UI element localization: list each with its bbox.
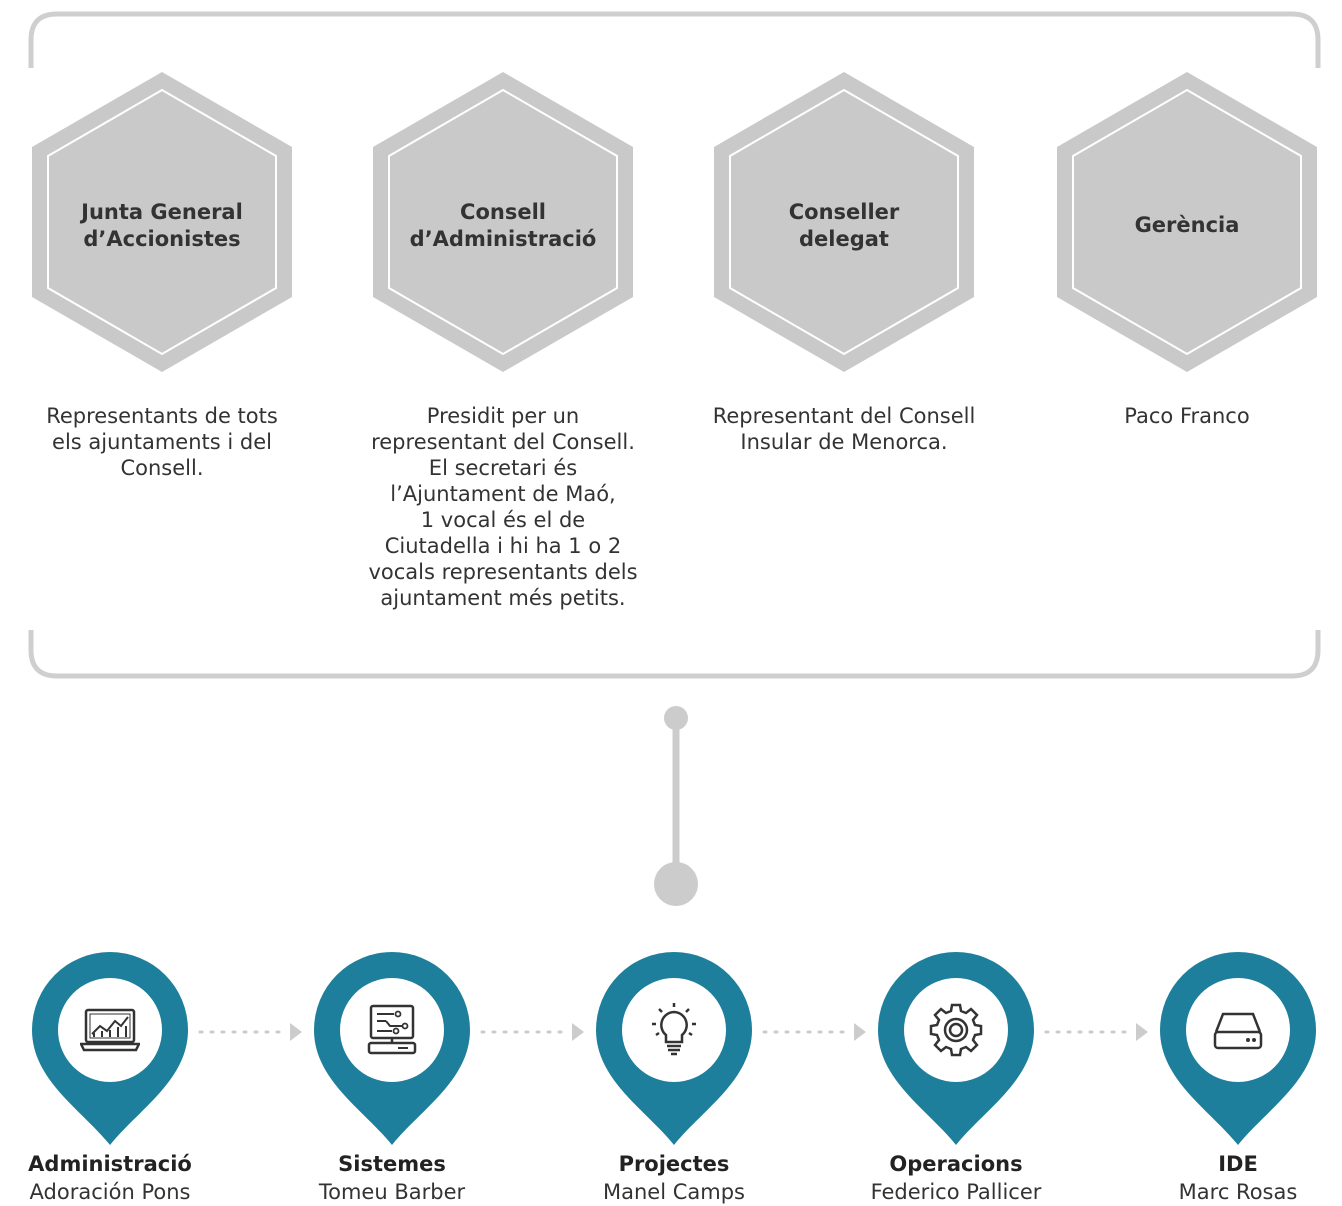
department-person: Marc Rosas xyxy=(1178,1180,1298,1204)
department-title: IDE xyxy=(1218,1152,1258,1176)
department-projectes: Projectes Manel Camps xyxy=(559,1150,789,1206)
department-person: Federico Pallicer xyxy=(870,1180,1042,1204)
department-sistemes: Sistemes Tomeu Barber xyxy=(277,1150,507,1206)
department-person: Tomeu Barber xyxy=(318,1180,466,1204)
lightbulb-icon xyxy=(652,1003,696,1056)
hexagon-title-junta: Junta General d’Accionistes xyxy=(81,200,243,251)
arrow-connector-2 xyxy=(480,1023,584,1041)
governance-frame xyxy=(28,11,1321,679)
hexagon-title-gerencia: Gerència xyxy=(1134,213,1240,237)
arrow-connector-3 xyxy=(762,1023,866,1041)
hexagon-title-conseller: Conseller delegat xyxy=(788,200,900,251)
arrow-connector-1 xyxy=(198,1023,302,1041)
department-administracio: Administració Adoración Pons xyxy=(0,1150,225,1206)
department-title: Sistemes xyxy=(338,1152,446,1176)
connector-bottom-dot xyxy=(654,862,698,906)
department-ide: IDE Marc Rosas xyxy=(1123,1150,1342,1206)
department-person: Manel Camps xyxy=(603,1180,745,1204)
description-junta: Representants de tots els ajuntaments i … xyxy=(46,404,278,480)
arrow-connector-4 xyxy=(1044,1023,1148,1041)
department-title: Operacions xyxy=(889,1152,1023,1176)
hexagon-consell xyxy=(373,72,633,372)
computer-circuit-icon xyxy=(367,1004,417,1055)
description-conseller: Representant del Consell Insular de Meno… xyxy=(712,404,976,454)
hexagon-title-consell: Consell d’Administració xyxy=(409,200,597,251)
department-operacions: Operacions Federico Pallicer xyxy=(841,1150,1071,1206)
hexagon-junta xyxy=(32,72,292,372)
department-title: Administració xyxy=(28,1152,192,1176)
hexagon-conseller xyxy=(714,72,974,372)
hexagon-gerencia xyxy=(1057,72,1317,372)
department-person: Adoración Pons xyxy=(29,1180,191,1204)
description-gerencia: Paco Franco xyxy=(1124,404,1250,428)
pin-operacions xyxy=(878,952,1034,1145)
gear-icon xyxy=(929,1003,983,1057)
chart-laptop-icon xyxy=(80,1008,140,1052)
description-consell: Presidit per un representant del Consell… xyxy=(368,404,638,610)
pin-projectes xyxy=(596,952,752,1145)
department-title: Projectes xyxy=(618,1152,730,1176)
connector-top-dot xyxy=(664,706,688,730)
server-drive-icon xyxy=(1213,1012,1263,1050)
